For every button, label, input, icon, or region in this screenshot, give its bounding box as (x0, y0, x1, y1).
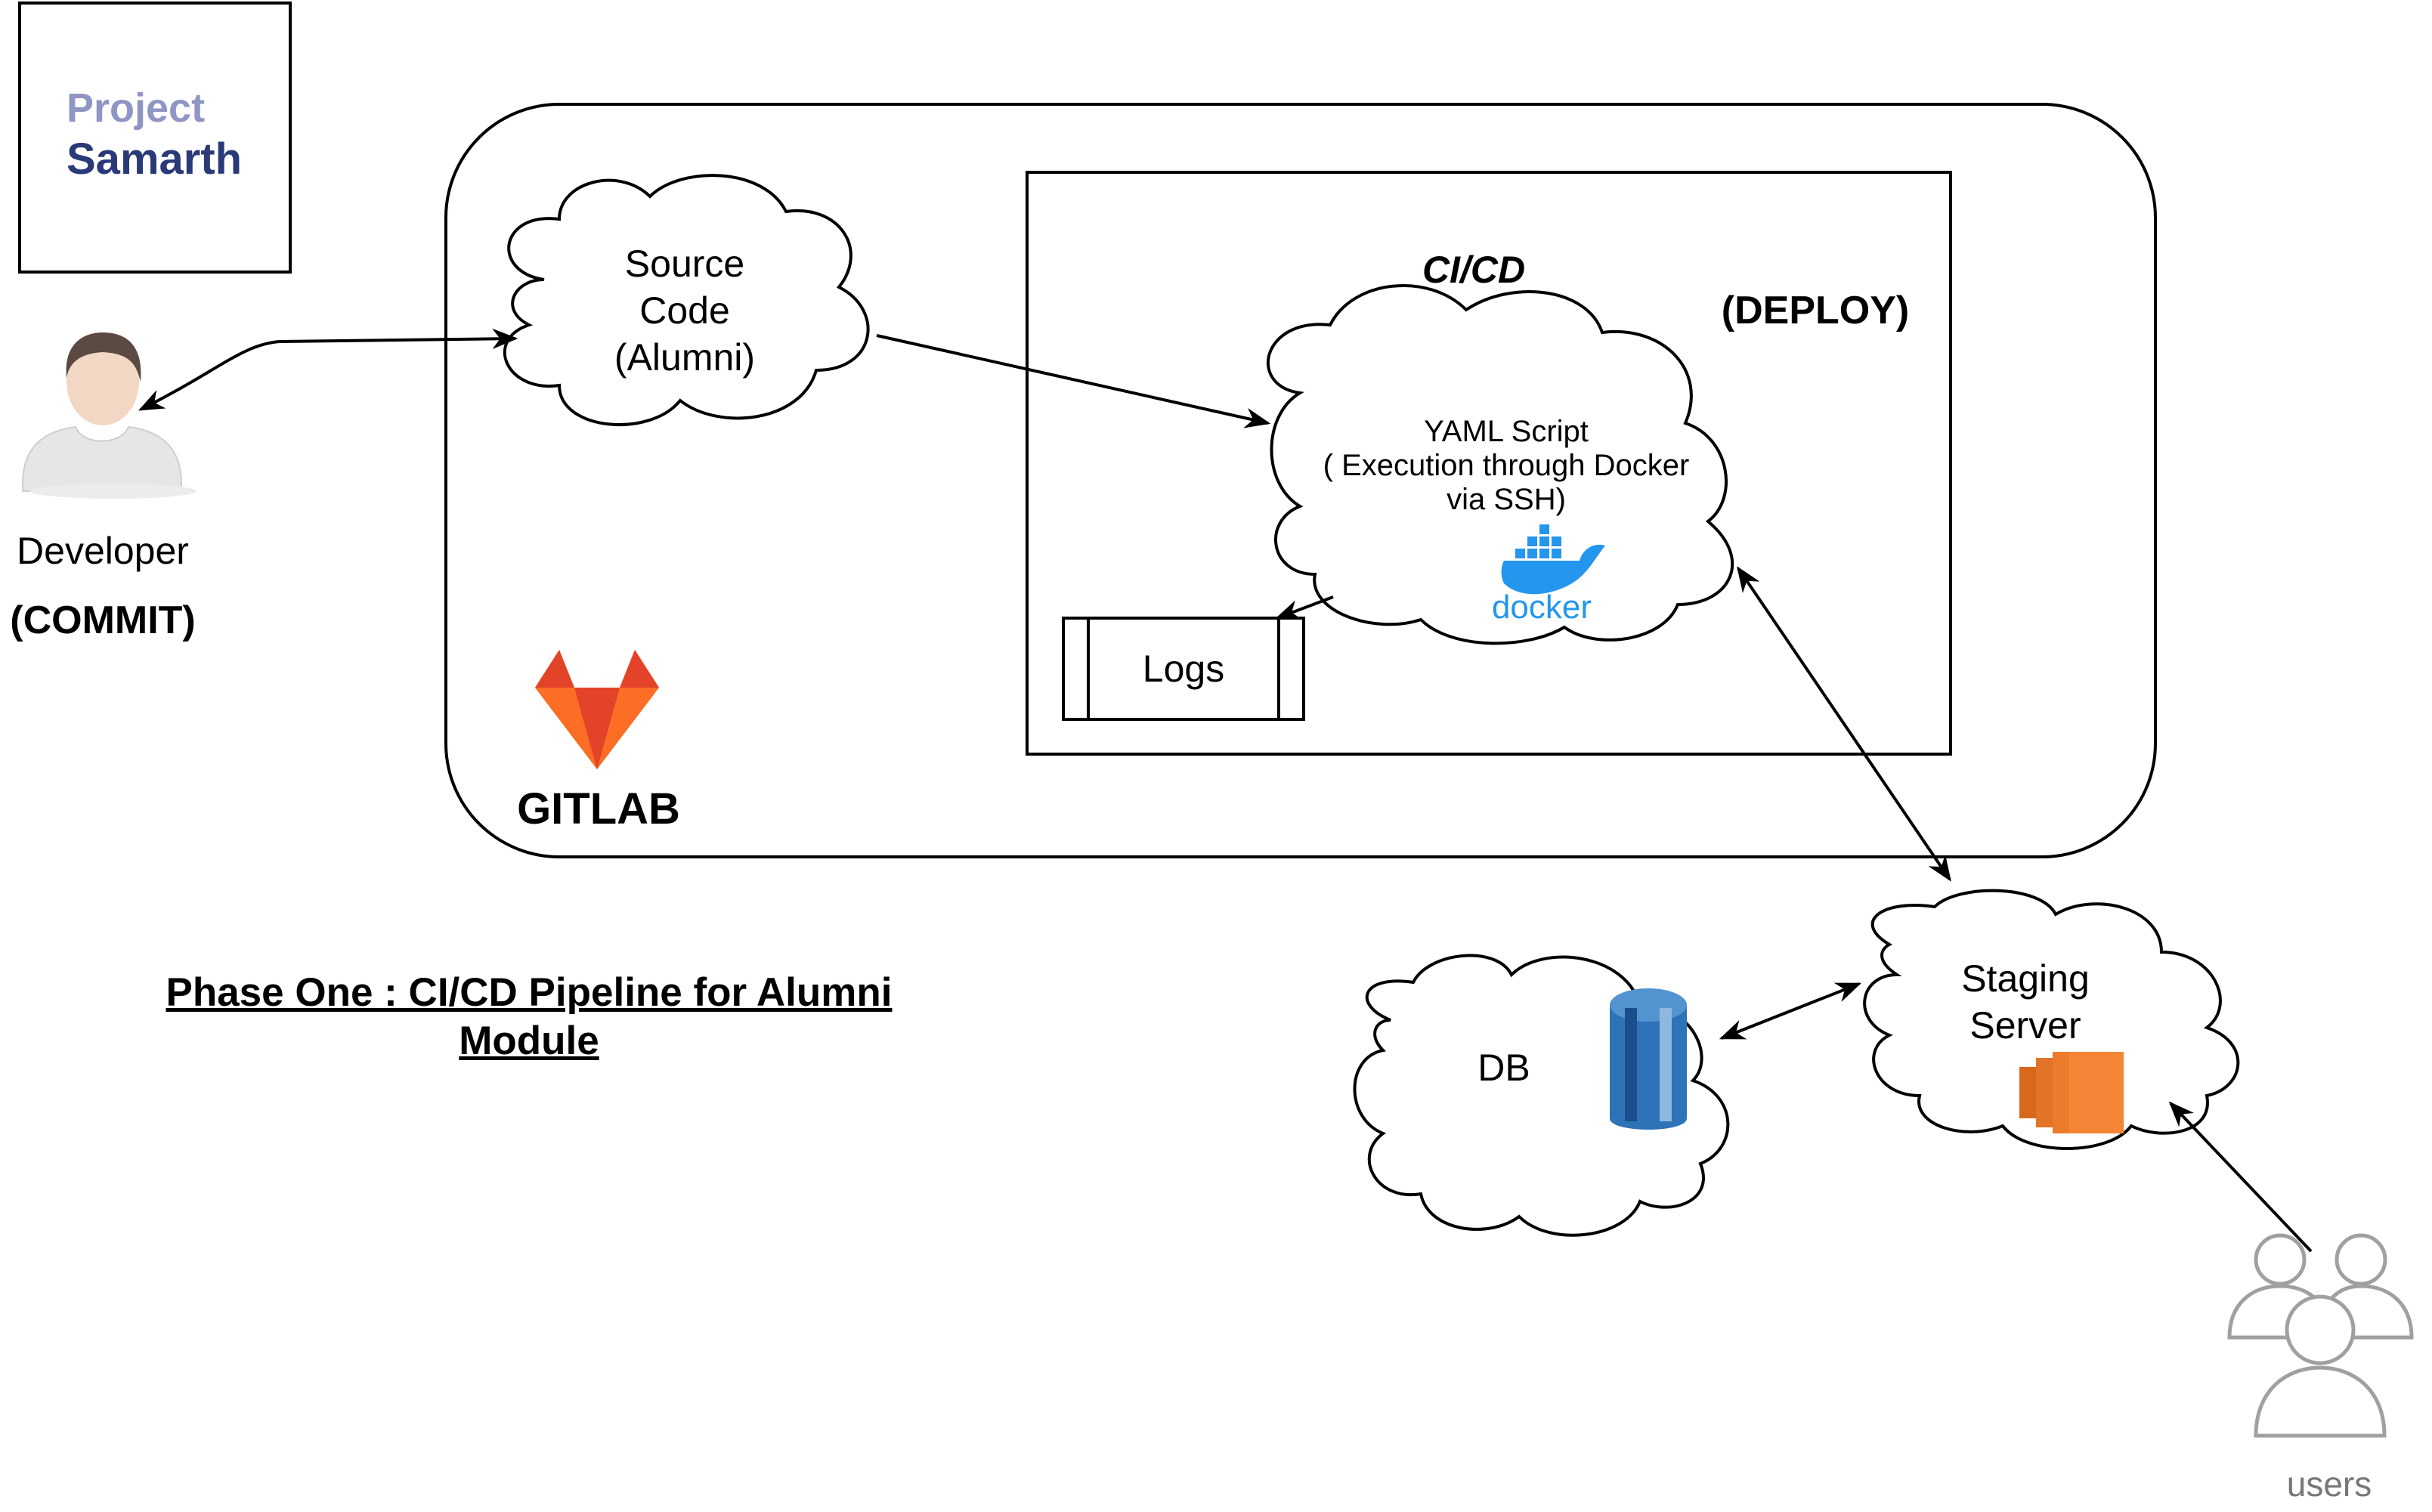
staging-server-cloud (1863, 889, 2240, 1150)
yaml-script-cloud (1267, 283, 1734, 645)
database-icon (1610, 988, 1687, 1130)
source-code-label-3: (Alumni) (614, 336, 755, 379)
source-code-label-2: Code (639, 289, 730, 332)
staging-label-1: Staging (1961, 957, 2090, 1000)
arrow-yaml-logs (1274, 595, 1334, 620)
developer-icon (22, 332, 196, 499)
users-icon (2227, 1233, 2414, 1438)
developer-commit-label: (COMMIT) (10, 598, 195, 642)
yaml-label-3: via SSH) (1447, 483, 1566, 516)
logs-label: Logs (1143, 648, 1224, 690)
staging-label-2: Server (1969, 1004, 2081, 1047)
users-label: users (2287, 1464, 2372, 1504)
aws-ec2-icon (2019, 1052, 2124, 1133)
docker-wordmark: docker (1492, 589, 1592, 626)
yaml-label-1: YAML Script (1424, 415, 1589, 448)
arrow-users-staging (2168, 1101, 2313, 1253)
project-logo-box: Project Samarth (18, 2, 292, 274)
deploy-label: (DEPLOY) (1722, 289, 1909, 332)
arrow-db-staging (1719, 982, 1862, 1040)
docker-icon: docker (1492, 524, 1605, 626)
arrow-source-yaml (876, 334, 1271, 428)
logo-line-project: Project (67, 85, 206, 131)
gitlab-label: GITLAB (517, 784, 680, 833)
logo-line-samarth: Samarth (67, 135, 243, 184)
arrow-yaml-staging (1737, 566, 1951, 882)
db-label: DB (1477, 1047, 1530, 1089)
gitlab-container (444, 103, 2157, 858)
cicd-title: CI/CD (1422, 249, 1525, 291)
gitlab-icon (535, 650, 659, 769)
cicd-box (1026, 171, 1952, 756)
source-code-label-1: Source (625, 243, 744, 285)
diagram-caption: Phase One : CI/CD Pipeline for Alumni Mo… (136, 969, 922, 1065)
logs-box (1062, 617, 1305, 721)
arrow-developer-source (138, 328, 518, 411)
developer-label: Developer (17, 530, 189, 572)
caption-line-2: Module (459, 1019, 599, 1063)
yaml-label-2: ( Execution through Docker (1323, 449, 1690, 482)
caption-line-1: Phase One : CI/CD Pipeline for Alumni (166, 970, 893, 1015)
source-code-cloud (503, 174, 870, 427)
